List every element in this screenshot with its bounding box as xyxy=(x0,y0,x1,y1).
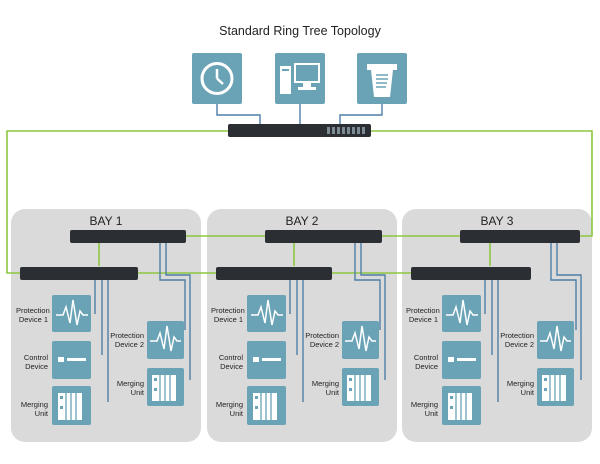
control-panel-icon xyxy=(253,357,281,362)
control-panel-icon xyxy=(58,357,86,362)
bay-2-lower-switch xyxy=(216,267,332,280)
bay-1-merging-unit-right xyxy=(147,368,184,406)
bay-2-label: BAY 2 xyxy=(285,214,319,228)
bay-3-label: BAY 3 xyxy=(480,214,514,228)
bay-3-merging-unit-right xyxy=(537,368,574,406)
diagram-title: Standard Ring Tree Topology xyxy=(219,24,381,38)
bay-3-upper-switch xyxy=(460,230,580,243)
bay-2-upper-switch xyxy=(265,230,382,243)
bay-2-merging-unit-right xyxy=(342,368,379,406)
bay-1-control-device xyxy=(52,341,91,379)
waveform-icon xyxy=(56,299,88,326)
bay-3-merging-unit-left xyxy=(442,386,481,425)
device-links xyxy=(94,104,582,402)
ring-link-right xyxy=(371,130,593,237)
clock-server xyxy=(192,53,242,104)
clock-icon xyxy=(200,62,234,95)
bay-2-control-device xyxy=(247,341,286,379)
bay-3-lower-switch xyxy=(411,267,531,280)
bay-1-lower-switch xyxy=(20,267,138,280)
waveform-icon xyxy=(446,299,478,326)
bay-2-merging-unit-left xyxy=(247,386,286,425)
waveform-icon xyxy=(150,325,181,352)
bay-3-protection-device-1 xyxy=(442,295,481,332)
bay-1-protection-device-2 xyxy=(147,321,184,359)
merging-unit-icon xyxy=(253,393,277,420)
printer-icon xyxy=(367,64,397,97)
printer-server xyxy=(357,53,407,104)
bay-1-protection-device-1 xyxy=(52,295,91,332)
bay-1-upper-switch xyxy=(70,230,186,243)
bay-2-protection-device-2 xyxy=(342,321,379,359)
merging-unit-icon xyxy=(347,375,371,401)
waveform-icon xyxy=(540,325,571,352)
ring-link-left xyxy=(6,130,228,274)
bay-1-merging-unit-left xyxy=(52,386,91,425)
waveform-icon xyxy=(251,299,283,326)
computer-icon xyxy=(280,63,320,94)
bay-3-control-device xyxy=(442,341,481,379)
workstation xyxy=(275,53,325,104)
bay-2-protection-device-1 xyxy=(247,295,286,332)
bay-1-label: BAY 1 xyxy=(89,214,123,228)
bay-3-protection-device-2 xyxy=(537,321,574,359)
merging-unit-icon xyxy=(542,375,566,401)
control-panel-icon xyxy=(448,357,476,362)
merging-unit-icon xyxy=(58,393,82,420)
core-switch xyxy=(228,124,371,137)
ring-links xyxy=(6,130,593,274)
merging-unit-icon xyxy=(448,393,472,420)
merging-unit-icon xyxy=(152,375,176,401)
waveform-icon xyxy=(345,325,376,352)
